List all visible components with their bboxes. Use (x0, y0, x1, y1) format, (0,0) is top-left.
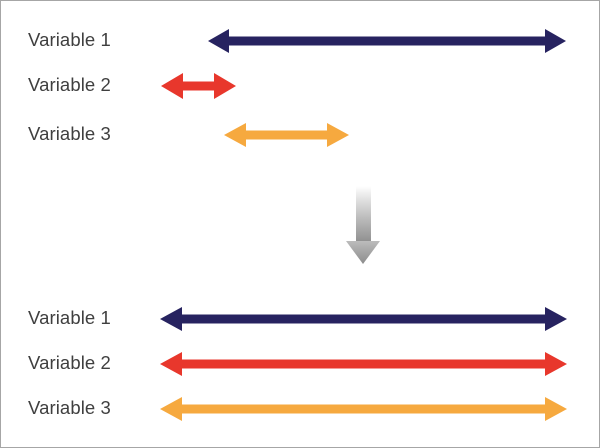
top-row-variable-2: Variable 2 (28, 73, 236, 99)
top-row-variable-3: Variable 3 (28, 123, 349, 147)
top-arrow-variable-1 (208, 29, 566, 53)
top-row-label-2: Variable 2 (28, 74, 111, 95)
top-row-variable-1: Variable 1 (28, 29, 566, 53)
bottom-row-variable-2: Variable 2 (28, 352, 567, 376)
top-panel: Variable 1 Variable 2 Variable 3 (28, 29, 566, 147)
down-arrow-head (346, 241, 380, 264)
bottom-row-label-1: Variable 1 (28, 307, 111, 328)
bottom-row-variable-3: Variable 3 (28, 397, 567, 421)
down-arrow-shaft (356, 186, 371, 243)
bottom-arrow-variable-1 (160, 307, 567, 331)
transition-down-arrow (346, 186, 380, 264)
bottom-row-label-2: Variable 2 (28, 352, 111, 373)
bottom-arrow-variable-2 (160, 352, 567, 376)
bottom-row-variable-1: Variable 1 (28, 307, 567, 331)
bottom-arrow-variable-3 (160, 397, 567, 421)
top-arrow-variable-2 (161, 73, 236, 99)
top-row-label-3: Variable 3 (28, 123, 111, 144)
bottom-panel: Variable 1 Variable 2 Variable 3 (28, 307, 567, 421)
bottom-row-label-3: Variable 3 (28, 397, 111, 418)
top-row-label-1: Variable 1 (28, 29, 111, 50)
top-arrow-variable-3 (224, 123, 349, 147)
